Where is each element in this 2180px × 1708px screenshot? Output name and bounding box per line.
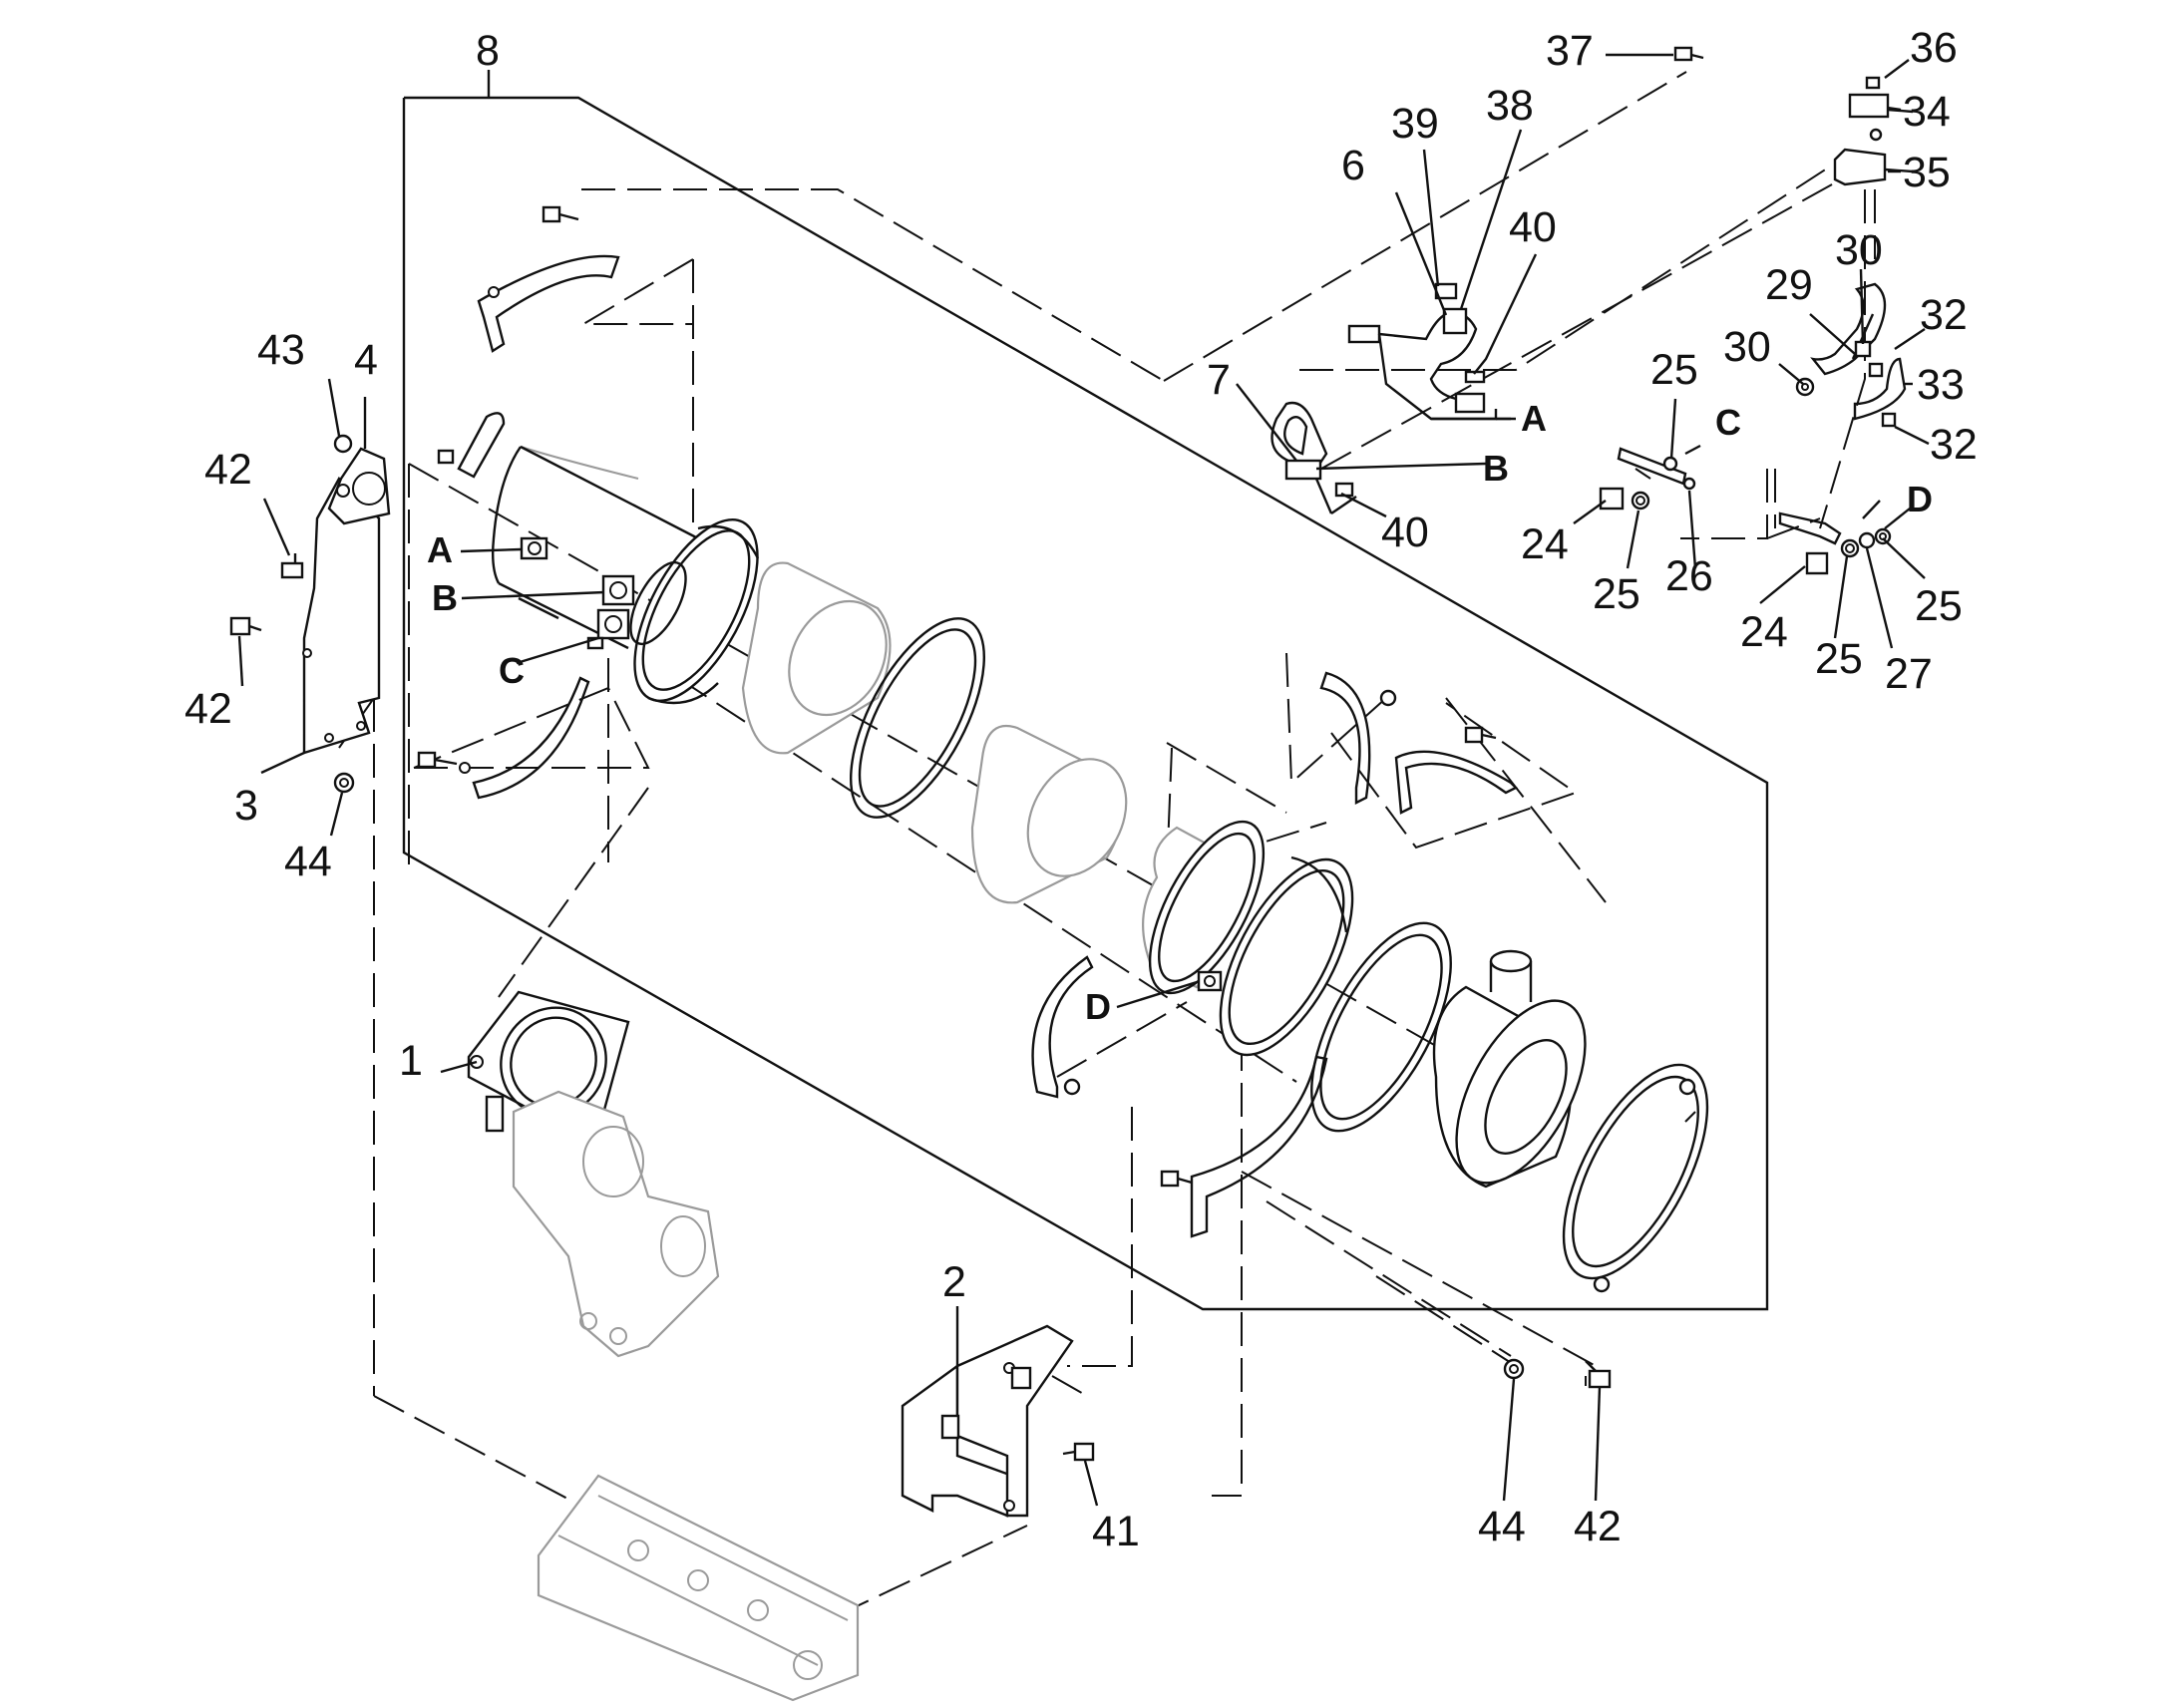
callout-43: 43 <box>257 326 305 374</box>
gasket-ring-3 <box>1562 1063 1709 1293</box>
sensor-34-35 <box>1673 46 1914 186</box>
callout-33: 33 <box>1917 361 1965 409</box>
clamp-band-mid-right <box>1319 671 1519 815</box>
callout-1: 1 <box>399 1037 423 1085</box>
fittings-24-27 <box>1599 447 1892 575</box>
outlet-muffler <box>1432 949 1587 1189</box>
callout-44b: 44 <box>1478 1503 1526 1550</box>
callout-42b: 42 <box>184 685 232 733</box>
callout-25c: 25 <box>1815 635 1863 683</box>
inlet-shell <box>491 445 699 650</box>
bracket-2 <box>901 1324 1074 1518</box>
bolt-42b <box>229 616 262 636</box>
callout-6: 6 <box>1341 142 1365 189</box>
assembly-frame <box>402 96 1769 1311</box>
exhaust-manifold <box>485 1090 720 1358</box>
clamp-bracket-small <box>437 412 506 479</box>
bolt-42a <box>280 553 304 579</box>
callout-3: 3 <box>234 782 258 830</box>
callout-42c: 42 <box>1574 1503 1622 1550</box>
callout-30a: 30 <box>1835 226 1883 274</box>
callout-29: 29 <box>1765 261 1813 309</box>
callout-2: 2 <box>942 1258 966 1306</box>
callout-41: 41 <box>1092 1508 1140 1555</box>
nut-44a <box>333 772 355 794</box>
clamp-band-lower-mid <box>1031 955 1328 1238</box>
hoses-29-33 <box>1795 282 1907 428</box>
ref-d-mid: D <box>1085 986 1111 1027</box>
callout-40a: 40 <box>1509 203 1557 251</box>
callout-44a: 44 <box>284 838 332 885</box>
callout-25b: 25 <box>1593 570 1640 618</box>
callout-26: 26 <box>1665 552 1713 600</box>
ref-a-right: A <box>1521 398 1547 439</box>
callout-4: 4 <box>354 336 378 384</box>
nut-44b <box>1503 1358 1525 1380</box>
callout-30b: 30 <box>1723 323 1771 371</box>
callout-32a: 32 <box>1920 291 1968 339</box>
callout-7: 7 <box>1207 356 1231 404</box>
clamp-band-upper-left <box>477 205 620 353</box>
callout-40b: 40 <box>1381 509 1429 556</box>
ref-d-right: D <box>1907 479 1933 519</box>
cylinder-head <box>537 1474 860 1702</box>
dpf-element <box>970 725 1128 904</box>
doc-housing <box>629 518 760 705</box>
callout-37: 37 <box>1546 27 1594 75</box>
callout-labels: 8 1 2 3 4 43 42 42 44 44 42 41 6 39 38 4… <box>184 24 1978 1555</box>
callout-34: 34 <box>1903 88 1951 136</box>
bracket-4 <box>327 447 391 525</box>
ref-b-right: B <box>1483 448 1509 489</box>
ref-a-left: A <box>427 529 453 570</box>
callout-24a: 24 <box>1521 520 1569 568</box>
dpf-housing <box>1142 820 1354 1057</box>
clamp-band-lower-left <box>417 676 590 800</box>
callout-42a: 42 <box>204 446 252 494</box>
leader-lines <box>237 53 1930 1507</box>
callout-25a: 25 <box>1650 346 1698 394</box>
callout-36: 36 <box>1910 24 1958 72</box>
sensor-pipe-7 <box>1271 401 1354 498</box>
gasket-ring-1 <box>849 617 986 819</box>
reference-labels: A B C D A B C D <box>427 398 1933 1027</box>
callout-25d: 25 <box>1915 582 1963 630</box>
callout-24b: 24 <box>1740 608 1788 656</box>
catalyst-element-1 <box>741 561 892 755</box>
callout-27: 27 <box>1885 650 1933 698</box>
callout-39: 39 <box>1391 100 1439 148</box>
callout-8: 8 <box>476 27 500 75</box>
bolt-42c <box>1585 1360 1612 1389</box>
ref-b-left: B <box>432 577 458 618</box>
ref-c-right: C <box>1715 402 1741 443</box>
ref-c-left: C <box>499 650 525 691</box>
gasket-ring-2 <box>1310 921 1452 1133</box>
callout-38: 38 <box>1486 82 1534 130</box>
callout-35: 35 <box>1903 149 1951 196</box>
bolt-41 <box>1062 1442 1095 1462</box>
callout-32b: 32 <box>1930 421 1978 469</box>
nut-43 <box>333 434 353 454</box>
